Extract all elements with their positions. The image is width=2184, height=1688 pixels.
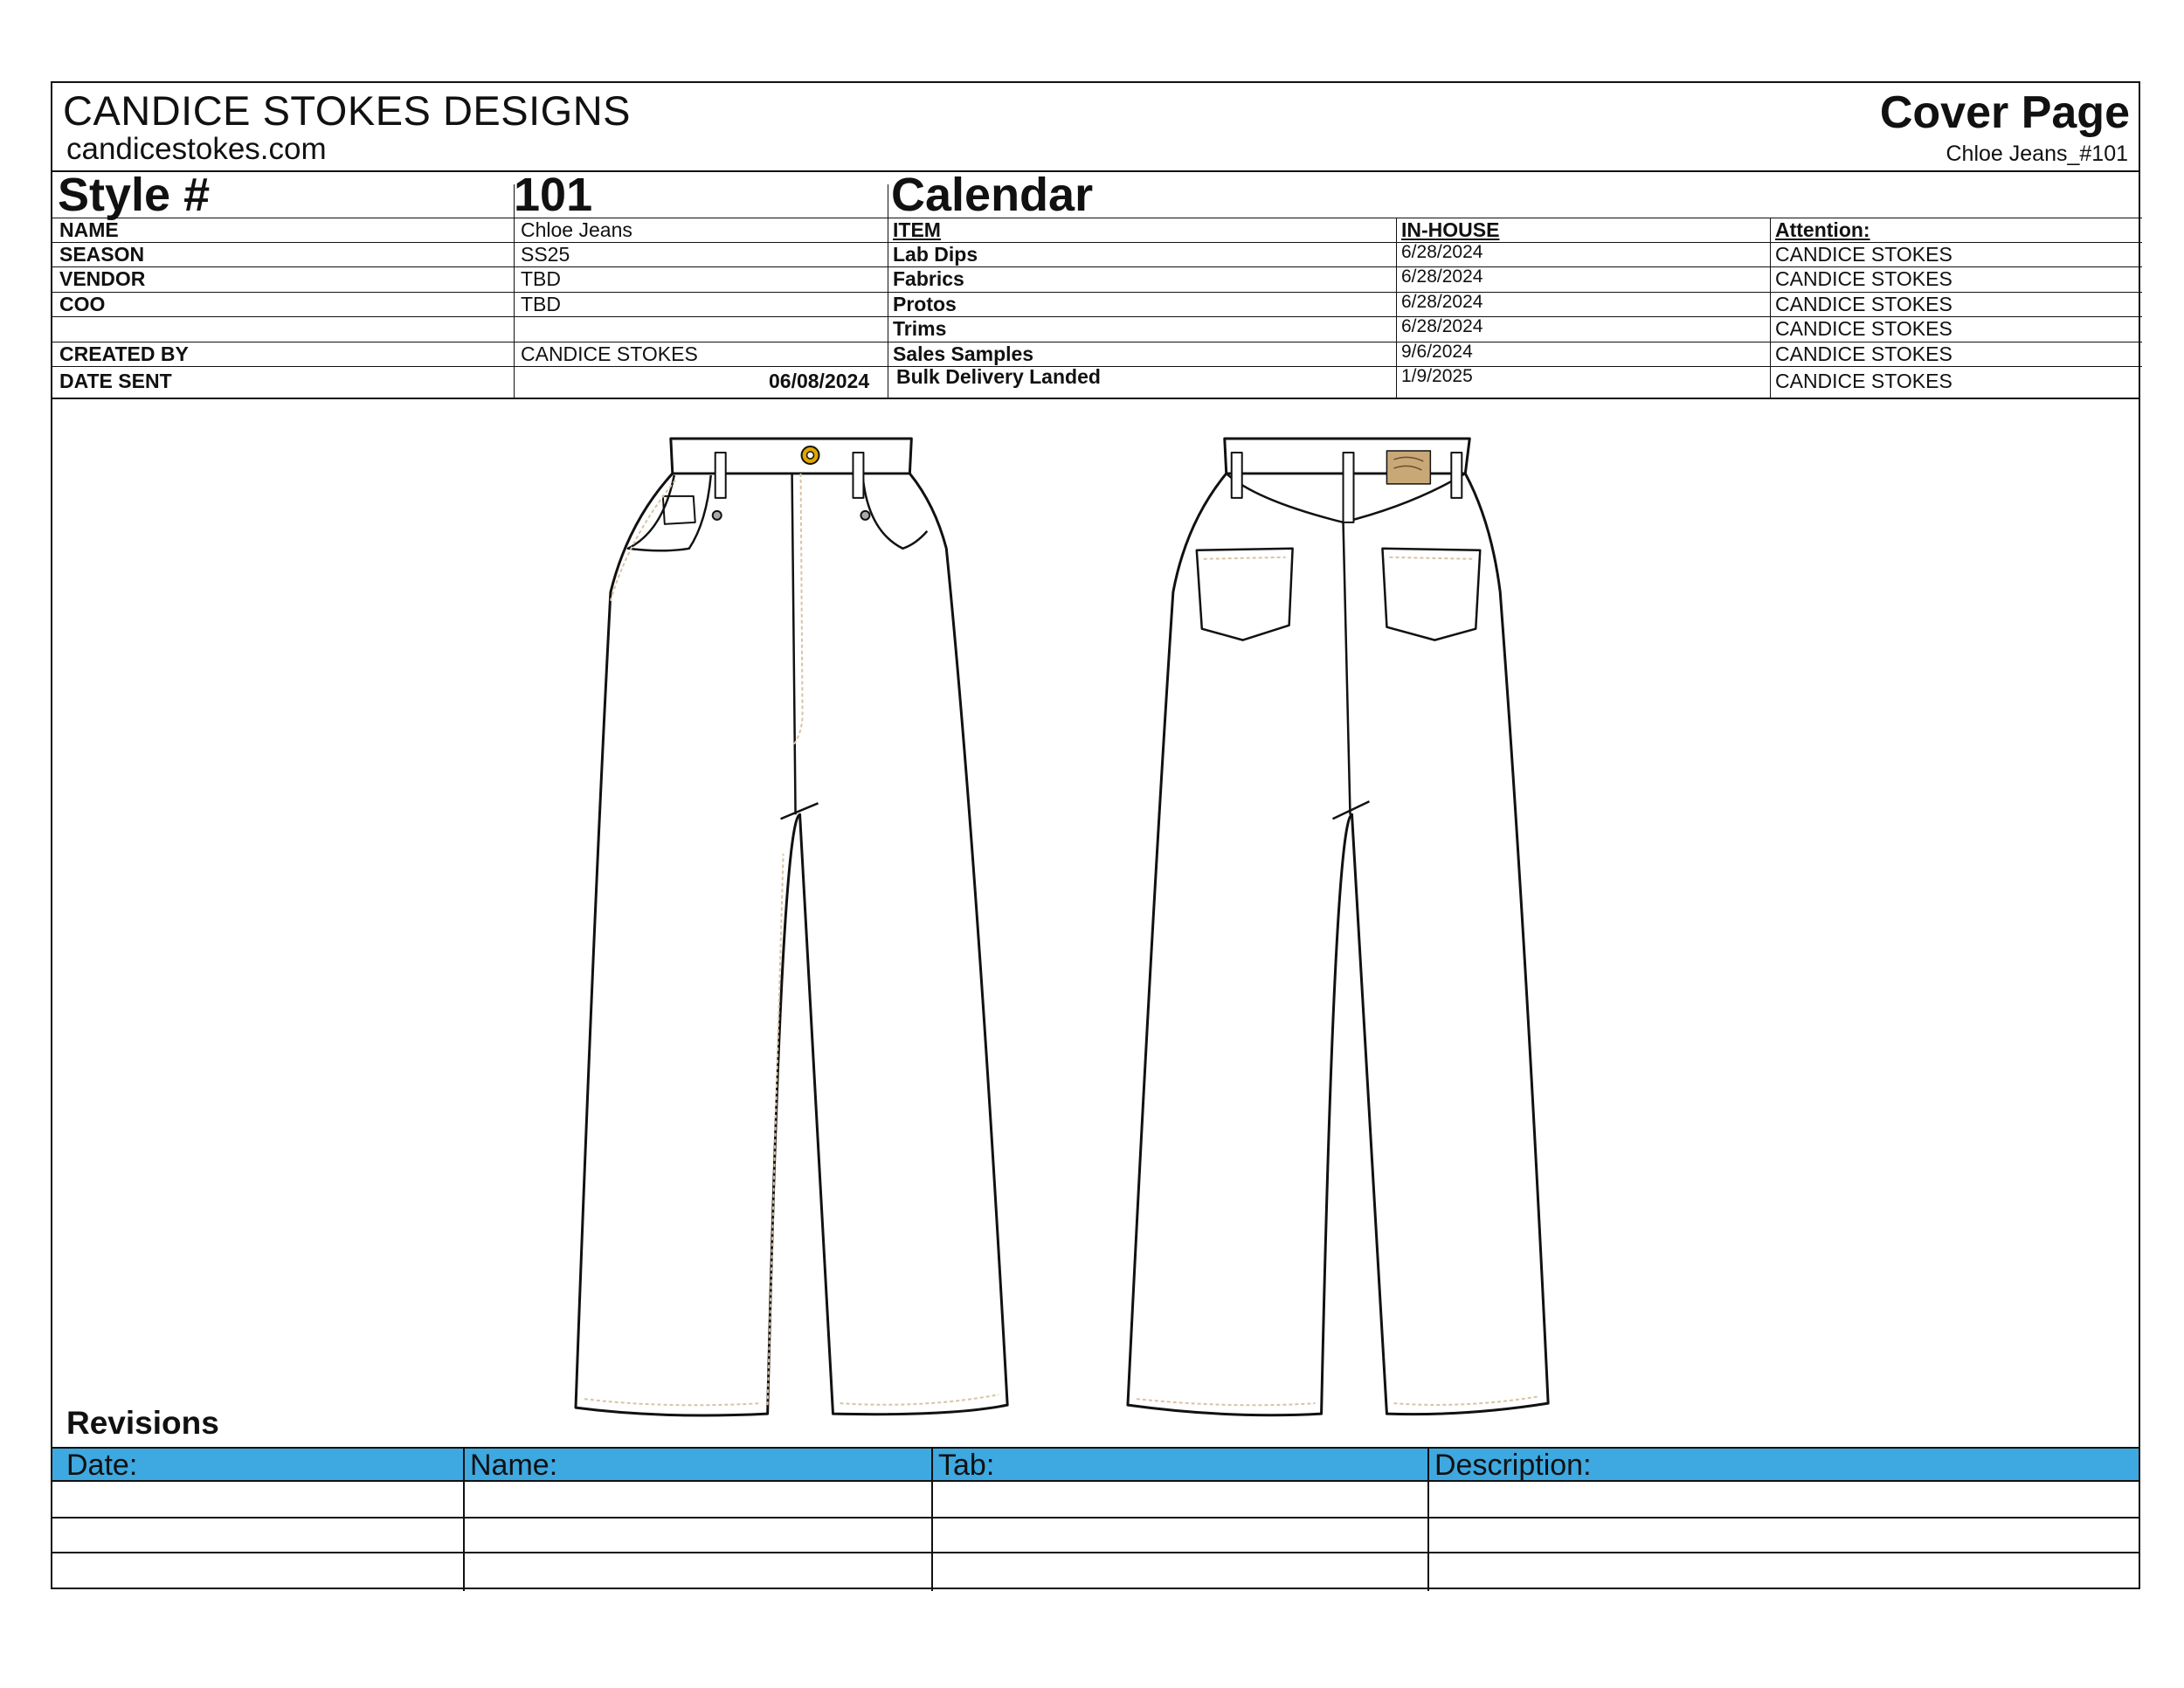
website-link[interactable]: candicestokes.com bbox=[66, 132, 327, 166]
calendar-item: Bulk Delivery Landed bbox=[896, 365, 1101, 388]
field-label: COO bbox=[59, 293, 106, 315]
page-title: Cover Page bbox=[1879, 87, 2130, 138]
calendar-item: Lab Dips bbox=[893, 243, 978, 266]
field-label: VENDOR bbox=[59, 267, 146, 290]
field-label: CREATED BY bbox=[59, 342, 189, 365]
calendar-item: Sales Samples bbox=[893, 342, 1034, 365]
calendar-date: 9/6/2024 bbox=[1401, 342, 1473, 362]
calendar-attention: CANDICE STOKES bbox=[1775, 342, 1952, 365]
revisions-col-date: Date: bbox=[66, 1449, 138, 1482]
brand-name: CANDICE STOKES DESIGNS bbox=[63, 87, 631, 134]
grid-row-line bbox=[52, 366, 2142, 367]
field-label: SEASON bbox=[59, 243, 145, 266]
header: CANDICE STOKES DESIGNS candicestokes.com… bbox=[52, 83, 2139, 172]
revisions-col-description: Description: bbox=[1434, 1449, 1592, 1482]
calendar-date: 6/28/2024 bbox=[1401, 316, 1483, 336]
calendar-date: 6/28/2024 bbox=[1401, 292, 1483, 312]
calendar-date: 1/9/2025 bbox=[1401, 366, 1473, 386]
grid-divider bbox=[1770, 218, 1771, 399]
grid-row-line bbox=[52, 292, 2142, 293]
revisions-col-line bbox=[931, 1447, 933, 1591]
revisions-title: Revisions bbox=[66, 1405, 219, 1441]
grid-row-line bbox=[52, 266, 2142, 267]
jeans-back-icon bbox=[1126, 437, 1550, 1417]
revisions-col-line bbox=[463, 1447, 465, 1591]
calendar-item: Trims bbox=[893, 317, 947, 340]
field-value: Chloe Jeans bbox=[521, 218, 632, 241]
revisions-col-line bbox=[1427, 1447, 1429, 1591]
calendar-attention: CANDICE STOKES bbox=[1775, 317, 1952, 340]
grid-divider bbox=[1396, 218, 1397, 399]
calendar-attention: CANDICE STOKES bbox=[1775, 293, 1952, 315]
calendar-header-item: ITEM bbox=[893, 218, 941, 241]
grid-row-line bbox=[52, 316, 2142, 317]
calendar-header-attention: Attention: bbox=[1775, 218, 1870, 241]
info-grid: Style # 101 Calendar NAME Chloe Jeans SE… bbox=[52, 169, 2142, 399]
revisions-header-row: Date: Name: Tab: Description: bbox=[52, 1447, 2139, 1482]
page-subtitle: Chloe Jeans_#101 bbox=[1946, 142, 2129, 166]
calendar-attention: CANDICE STOKES bbox=[1775, 267, 1952, 290]
flat-sketches bbox=[574, 437, 1550, 1417]
revisions-col-name: Name: bbox=[470, 1449, 558, 1482]
revisions-row[interactable] bbox=[52, 1517, 2139, 1519]
field-value: TBD bbox=[521, 267, 561, 290]
field-label: DATE SENT bbox=[59, 370, 172, 392]
field-value: CANDICE STOKES bbox=[521, 342, 698, 365]
grid-row-line bbox=[52, 242, 2142, 243]
field-value: TBD bbox=[521, 293, 561, 315]
date-sent-value: 06/08/2024 bbox=[769, 370, 870, 392]
style-label: Style # bbox=[58, 169, 211, 221]
calendar-item: Protos bbox=[893, 293, 957, 315]
calendar-item: Fabrics bbox=[893, 267, 964, 290]
revisions-row[interactable] bbox=[52, 1552, 2139, 1553]
spec-sheet: CANDICE STOKES DESIGNS candicestokes.com… bbox=[51, 81, 2142, 1591]
calendar-header-in-house: IN-HOUSE bbox=[1401, 218, 1500, 241]
field-label: NAME bbox=[59, 218, 119, 241]
calendar-attention: CANDICE STOKES bbox=[1775, 370, 1952, 392]
calendar-date: 6/28/2024 bbox=[1401, 266, 1483, 287]
calendar-date: 6/28/2024 bbox=[1401, 242, 1483, 262]
calendar-attention: CANDICE STOKES bbox=[1775, 243, 1952, 266]
revisions-table: Date: Name: Tab: Description: bbox=[52, 1447, 2139, 1591]
field-value: SS25 bbox=[521, 243, 570, 266]
jeans-front-icon bbox=[574, 437, 1009, 1417]
revisions-col-tab: Tab: bbox=[938, 1449, 995, 1482]
style-number: 101 bbox=[514, 169, 593, 221]
calendar-title: Calendar bbox=[891, 169, 1094, 221]
